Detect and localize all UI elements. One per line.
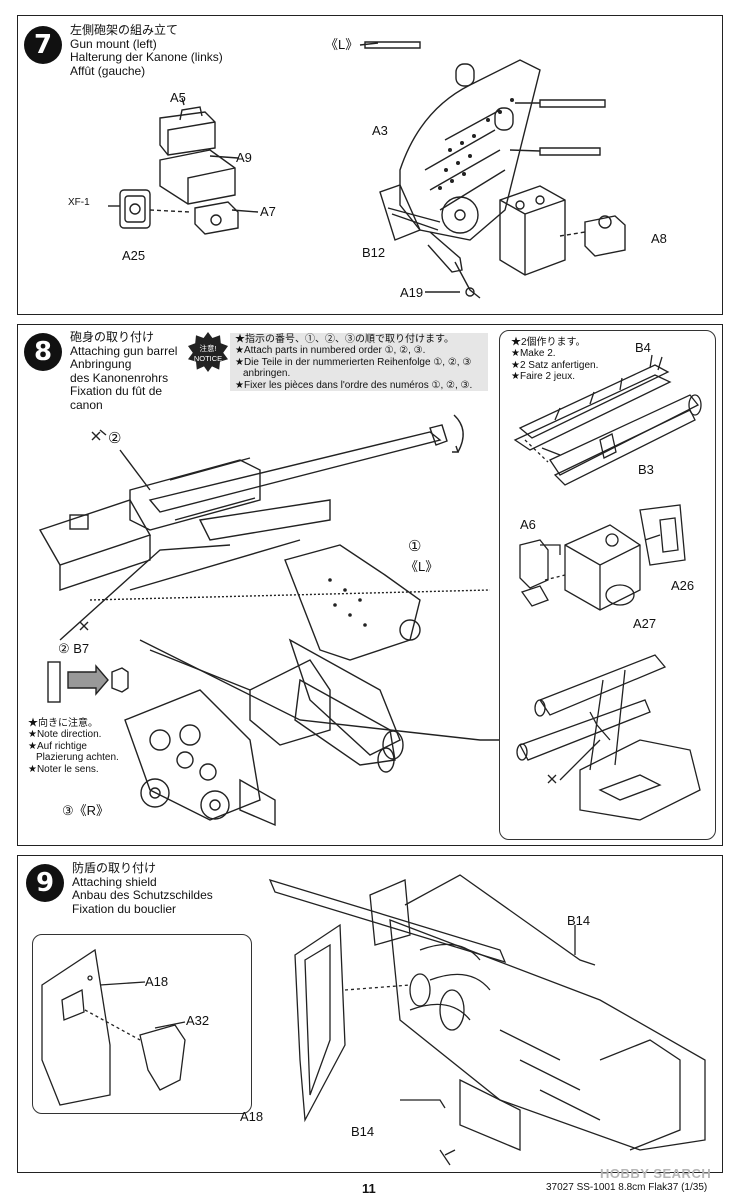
label-a25: A25 [122,248,146,263]
step-8-title: 砲身の取り付け Attaching gun barrel Anbringung … [70,330,178,412]
label-b14-top: B14 [567,913,591,928]
step-7-panel [17,15,723,315]
label-a8: A8 [651,231,667,246]
watermark: HOBBY SEARCH [600,1166,712,1181]
label-b4: B4 [635,340,651,355]
label-a9: A9 [236,150,252,165]
label-xf1: XF-1 [68,197,90,208]
label-b14-bottom: B14 [351,1124,375,1139]
step-8-number: 8 [24,333,62,371]
page-number: 11 [362,1181,376,1196]
label-a7: A7 [260,204,276,219]
notice-text-background [230,333,488,391]
label-step-1: ① [408,538,422,555]
label-a18-inset: A18 [145,974,169,989]
label-right-side: ③《R》 [62,803,110,818]
step-7-number: 7 [24,26,62,64]
label-a3: A3 [372,123,388,138]
make-two-note: ★2個作ります。 ★Make 2. ★2 Satz anfertigen. ★F… [511,337,599,383]
label-a32: A32 [186,1013,210,1028]
label-b3: B3 [638,462,654,477]
step-9-title: 防盾の取り付け Attaching shield Anbau des Schut… [72,861,213,916]
label-left-side: 《L》 [325,37,359,52]
step-7-title: 左側砲架の組み立て Gun mount (left) Halterung der… [70,23,223,78]
label-a26: A26 [671,578,695,593]
step-9-number: 9 [26,864,64,902]
direction-note: ★向きに注意。 ★Note direction. ★Auf richtige P… [28,718,119,775]
label-a6: A6 [520,517,536,532]
kit-code: 37027 SS-1001 8.8cm Flak37 (1/35) [546,1182,708,1193]
label-a5: A5 [170,90,186,105]
label-b12: B12 [362,245,386,260]
label-a18: A18 [240,1109,264,1124]
step-9-inset-box [32,934,252,1114]
label-left-side-8: 《L》 [405,559,439,574]
label-a27: A27 [633,616,657,631]
label-step-2: ② [108,430,122,447]
label-b7: ② B7 [58,641,90,656]
notice-text: ★指示の番号、①、②、③の順で取り付けます。 ★Attach parts in … [235,334,473,391]
label-a19: A19 [400,285,424,300]
